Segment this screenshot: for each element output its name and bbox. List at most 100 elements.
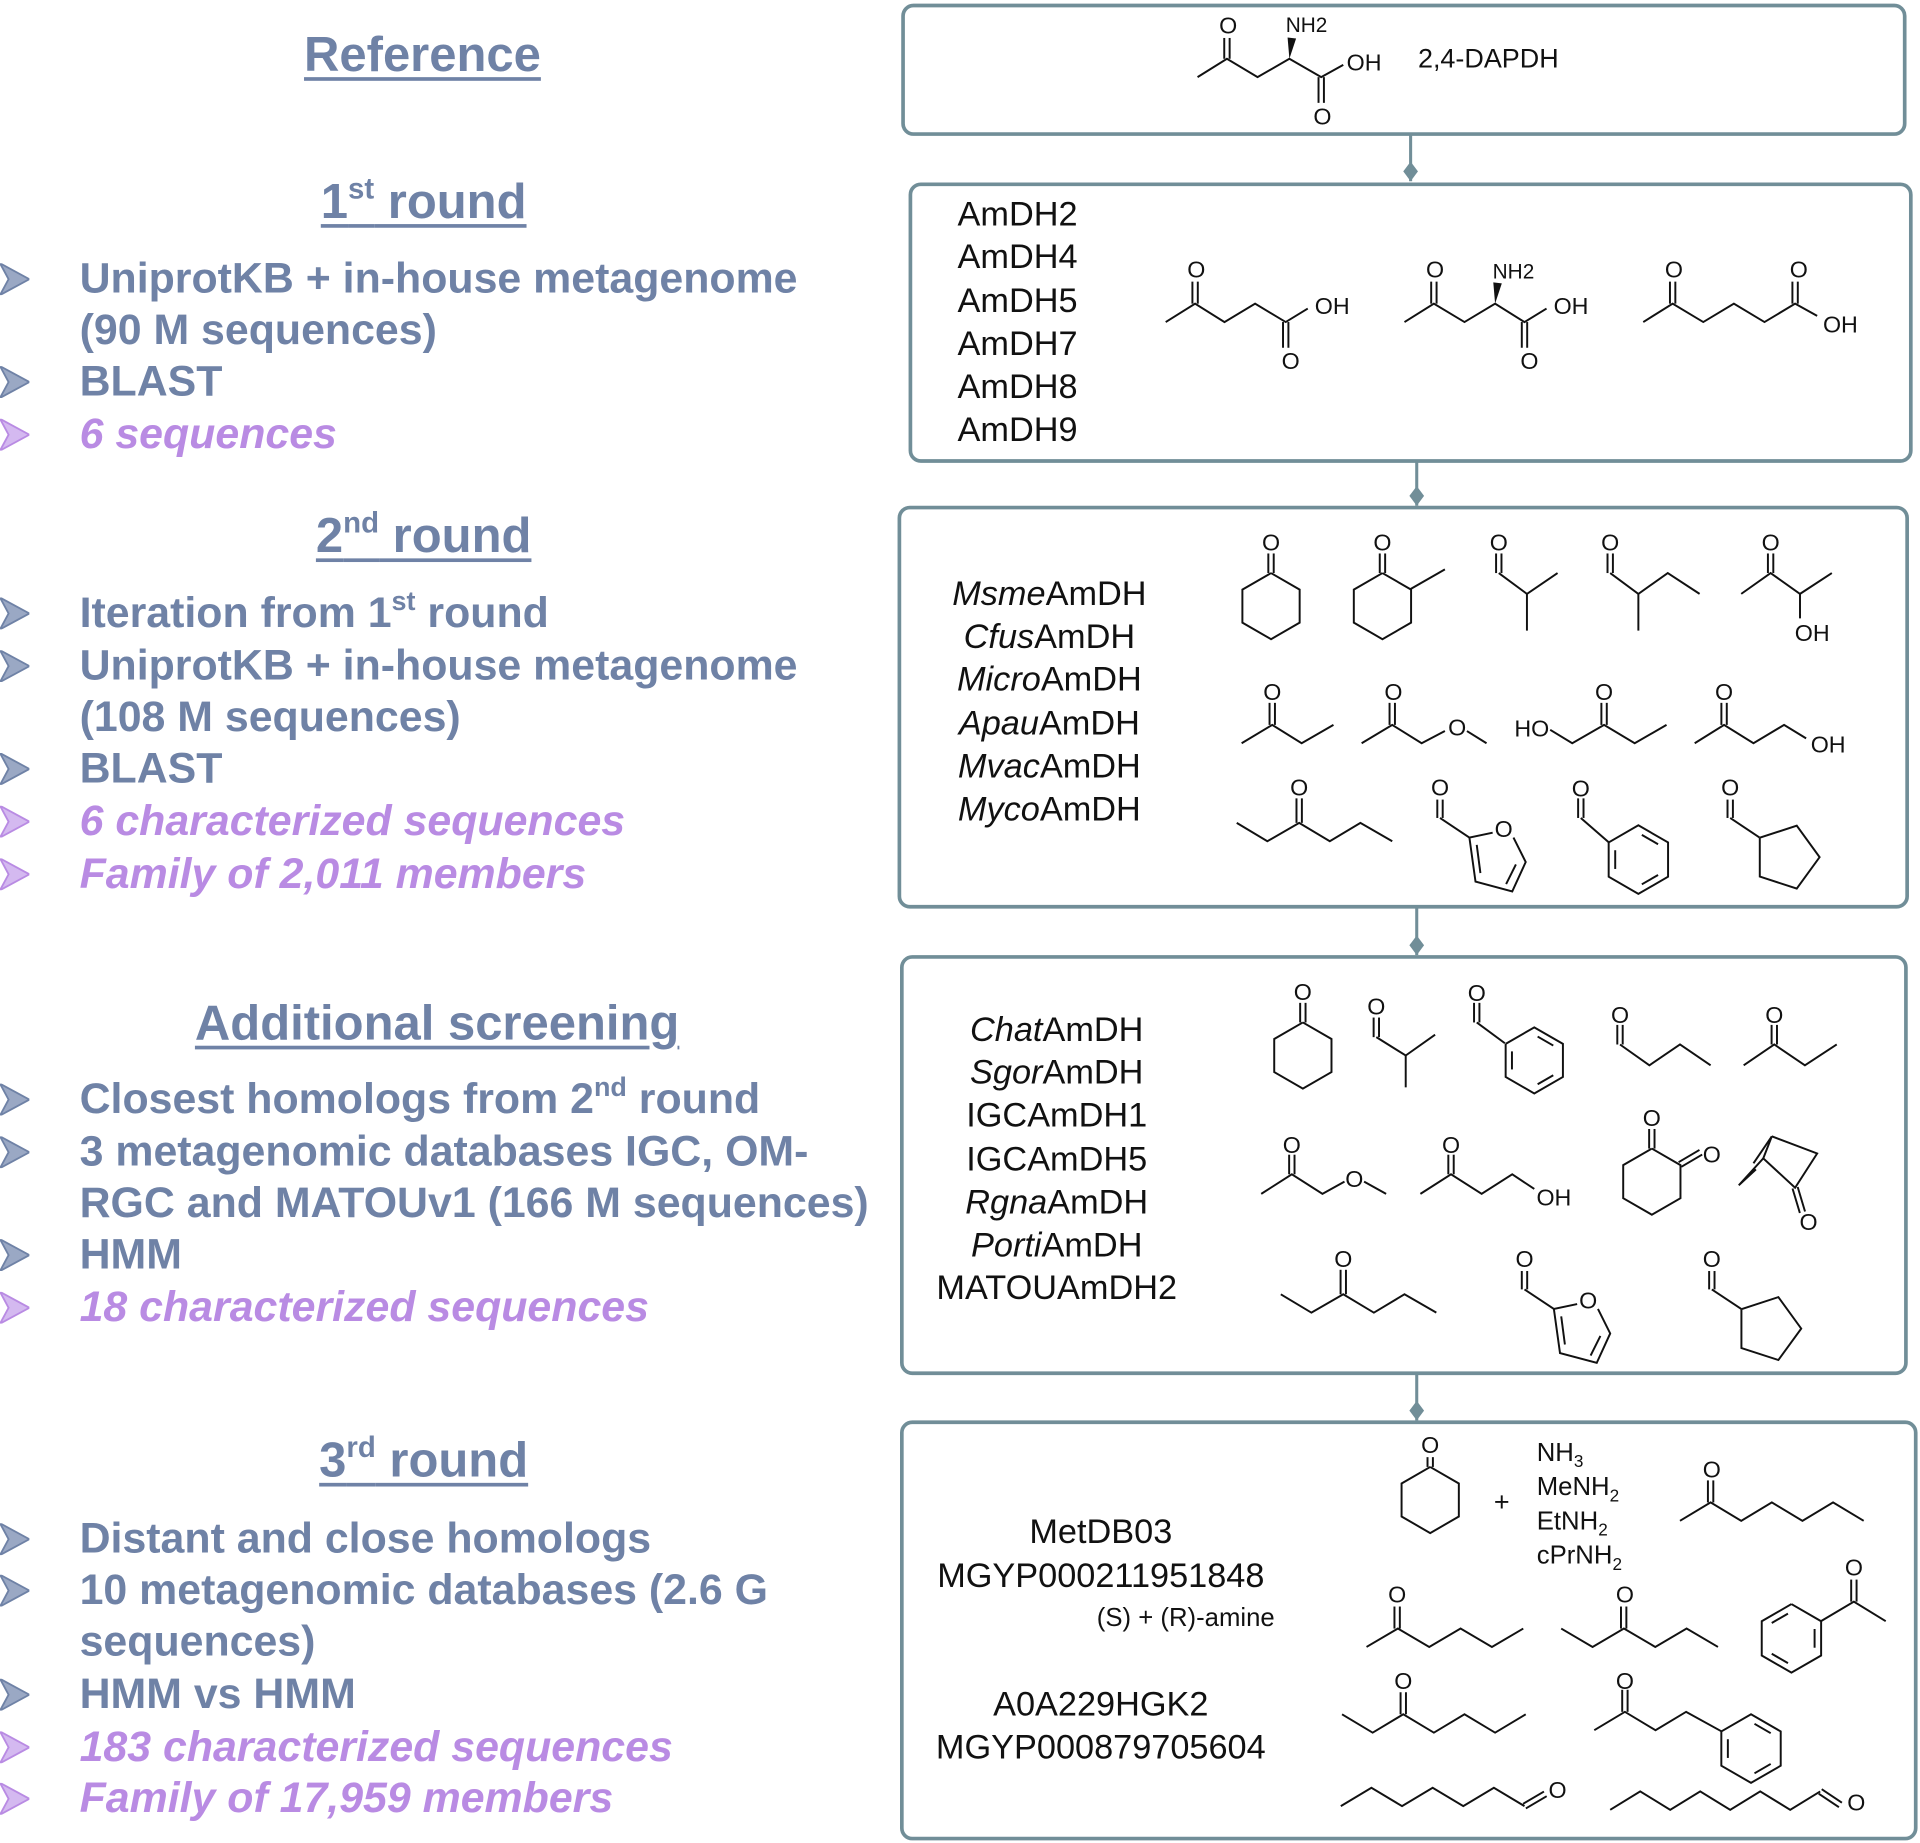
bullet-arrow-icon <box>0 1136 30 1169</box>
bond <box>1609 1790 1821 1811</box>
molecule-structure: OO <box>1515 1246 1612 1365</box>
genus-abbrev: Myco <box>957 789 1040 828</box>
bond <box>1522 1790 1545 1805</box>
enzyme-suffix: AmDH <box>1042 1010 1144 1049</box>
diamond-arrow-icon <box>1403 161 1418 182</box>
bullet-arrow-icon <box>0 1239 30 1272</box>
bond <box>1593 1710 1723 1733</box>
atom-label: O <box>1367 994 1385 1020</box>
list-item-result: 183 characterized sequences <box>79 1722 673 1771</box>
molecule-structure: O <box>1721 774 1821 890</box>
molecule-structure: HOO <box>1514 679 1668 745</box>
box-reference <box>901 3 1907 136</box>
list-item: HMM vs HMM <box>79 1670 356 1718</box>
enzyme-name: MGYP000879705604 <box>935 1727 1266 1766</box>
atom-label: O <box>1290 774 1308 800</box>
enzyme-name: MsmeAmDH <box>927 573 1172 615</box>
bond <box>1580 817 1610 844</box>
diamond-arrow-icon <box>1409 486 1425 506</box>
sup: nd <box>593 1071 627 1103</box>
list-item: Iteration from 1st round <box>80 587 549 639</box>
enzyme-name: CfusAmDH <box>927 616 1172 658</box>
flow-connector <box>1409 1373 1425 1421</box>
atom-label: O <box>1721 774 1739 800</box>
bond <box>1619 1043 1712 1067</box>
molecule-structure: OO <box>1622 1105 1721 1216</box>
heading-reference: Reference <box>304 28 541 83</box>
bond <box>1340 1786 1525 1808</box>
atom-label: O <box>1345 1166 1363 1192</box>
enzyme-suffix: AmDH <box>1042 1053 1144 1092</box>
molecule-structure: O <box>1760 1554 1887 1674</box>
bond <box>1743 1043 1838 1067</box>
bond <box>1758 824 1821 890</box>
molecule-structure: OO <box>1361 679 1488 745</box>
bond <box>1439 817 1493 839</box>
list-item-continued: RGC and MATOUv1 (166 M sequences) <box>79 1179 869 1227</box>
bullet-arrow-icon <box>0 1083 30 1116</box>
list-item-continued: (90 M sequences) <box>79 306 437 354</box>
atom-label: O <box>1549 1777 1567 1803</box>
enzyme-name: MATOUAmDH2 <box>922 1267 1191 1309</box>
atom-label: OH <box>1795 620 1830 646</box>
bond <box>1241 723 1334 745</box>
atom-label: O <box>1294 979 1312 1005</box>
atom-label: O <box>1442 1132 1460 1158</box>
heading-additional-screening: Additional screening <box>194 996 680 1051</box>
bond <box>1366 1627 1524 1649</box>
bond <box>1641 834 1659 846</box>
bullet-arrow-icon <box>0 753 30 785</box>
box-round-2 <box>897 505 1909 909</box>
bond <box>1352 572 1413 641</box>
atom-label: O <box>1490 529 1508 555</box>
bond <box>1523 1288 1578 1311</box>
genus-abbrev: Mvac <box>957 746 1040 785</box>
atom-label: O <box>1703 1246 1721 1272</box>
molecule-structure: O <box>1738 1135 1819 1235</box>
enzyme-name: AmDH5 <box>957 281 1078 320</box>
heading-round-1: 1st round <box>0 173 847 232</box>
molecule-structure: O OH <box>1740 529 1833 646</box>
bond <box>1754 1763 1772 1775</box>
bond <box>1361 723 1446 745</box>
enzyme-name: ApauAmDH <box>927 703 1172 745</box>
atom-label: O <box>1520 348 1538 374</box>
heading-rest: round <box>375 1433 529 1488</box>
enzyme-suffix: AmDH <box>1034 617 1136 656</box>
molecule-structure: O <box>1609 1788 1865 1815</box>
bullet-arrow-icon <box>0 418 30 451</box>
atom-label: NH2 <box>1286 14 1328 37</box>
flow-connector <box>1409 907 1425 956</box>
atom-label: OH <box>1811 731 1846 757</box>
bond <box>1720 1713 1782 1784</box>
molecule-structure: O <box>1273 979 1333 1090</box>
bond <box>1165 302 1309 324</box>
molecule-structure: O <box>1341 1668 1527 1734</box>
list-item-result: 6 characterized sequences <box>79 797 626 845</box>
heading-round-3: 3rd round <box>0 1431 847 1490</box>
enzyme-name: IGCAmDH5 <box>922 1139 1191 1181</box>
list-item-result: Family of 17,959 members <box>79 1774 614 1823</box>
atom-label: O <box>1579 1287 1597 1313</box>
atom-label: O <box>1847 1789 1865 1815</box>
enzyme-suffix: AmDH <box>1040 660 1142 698</box>
bullet-arrow-icon <box>0 597 30 630</box>
bullet-arrow-icon <box>0 366 30 398</box>
bond <box>1818 1792 1840 1808</box>
bullet-arrow-icon <box>0 1523 30 1556</box>
enzyme-name: ChatAmDH <box>922 1009 1191 1051</box>
bond <box>1241 572 1301 641</box>
atom-label: O <box>1762 529 1780 555</box>
heading-num: 3 <box>319 1433 347 1488</box>
molecule-structure: OOH <box>1694 679 1846 757</box>
heading-num: 1 <box>320 175 349 229</box>
atom-label: OH <box>1347 49 1382 75</box>
atom-label: O <box>1616 1668 1634 1694</box>
heading-sup: nd <box>343 506 380 541</box>
bond <box>1609 571 1701 596</box>
